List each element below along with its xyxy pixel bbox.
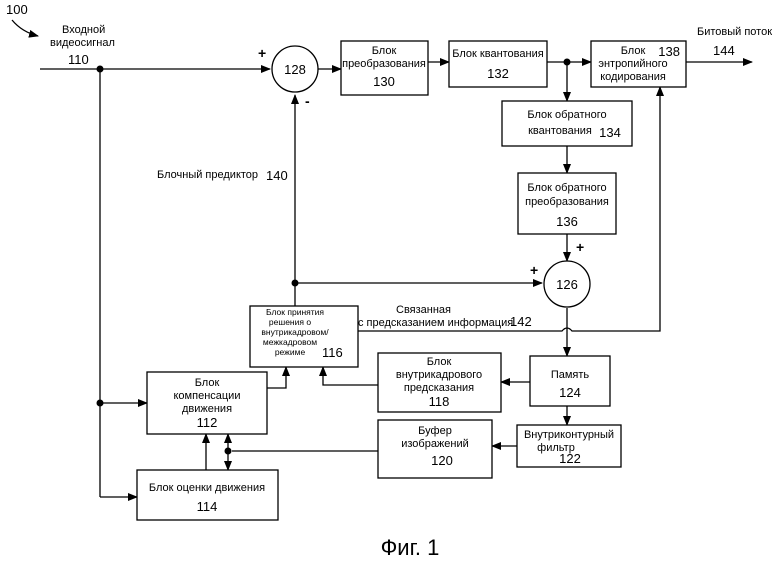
quant-label: Блок квантования <box>452 48 543 60</box>
side-info-num: 142 <box>510 314 532 329</box>
adder-126-plus-left: + <box>530 262 538 278</box>
loopfilter-num: 122 <box>559 451 581 466</box>
quant-num: 132 <box>487 66 509 81</box>
invquant-num: 134 <box>599 125 621 140</box>
intra-num: 118 <box>429 394 450 409</box>
mode-label-4: межкадровом <box>263 337 317 347</box>
entropy-label-2: энтропийного <box>598 58 667 70</box>
entropy-label-1: Блок <box>621 45 646 57</box>
memory-label: Память <box>551 369 590 381</box>
loopfilter-label-1: Внутриконтурный <box>524 429 614 441</box>
mc-label-3: движения <box>182 403 232 415</box>
mode-label-2: решения о <box>269 317 311 327</box>
me-num: 114 <box>197 499 218 514</box>
transform-label-1: Блок <box>372 45 397 57</box>
intra-label-2: внутрикадрового <box>396 369 482 381</box>
output-label: Битовый поток <box>697 26 772 38</box>
buffer-num: 120 <box>431 453 453 468</box>
adder-126-plus-top: + <box>576 239 584 255</box>
entropy-num: 138 <box>658 44 680 59</box>
predictor-num: 140 <box>266 168 288 183</box>
invquant-label-1: Блок обратного <box>527 109 606 121</box>
entropy-label-3: кодирования <box>600 71 666 83</box>
mode-label-5: режиме <box>275 347 306 357</box>
invtrans-num: 136 <box>556 214 578 229</box>
mc-to-mode-line <box>267 367 286 388</box>
memory-num: 124 <box>559 385 581 400</box>
figure-ref-arrow <box>12 20 38 36</box>
mode-label-3: внутрикадровом/ <box>261 327 329 337</box>
me-label: Блок оценки движения <box>149 482 265 494</box>
transform-num: 130 <box>373 74 395 89</box>
buffer-label-1: Буфер <box>418 425 452 437</box>
transform-label-2: преобразования <box>342 58 426 70</box>
mc-label-2: компенсации <box>174 390 241 402</box>
figure-ref: 100 <box>6 2 28 17</box>
invquant-label-2: квантования <box>528 125 592 137</box>
figure-caption: Фиг. 1 <box>381 535 440 560</box>
adder-128-plus: + <box>258 45 266 61</box>
mode-num: 116 <box>322 345 343 360</box>
intra-label-1: Блок <box>427 356 452 368</box>
mode-label-1: Блок принятия <box>266 307 324 317</box>
input-label-line2: видеосигнал <box>50 37 115 49</box>
buffer-label-2: изображений <box>401 438 469 450</box>
intra-to-mode-line <box>323 367 378 385</box>
intra-label-3: предсказания <box>404 382 474 394</box>
input-num: 110 <box>68 52 89 67</box>
adder-126-num: 126 <box>556 277 578 292</box>
side-info-label-2: с предсказанием информация <box>358 317 513 329</box>
mc-label-1: Блок <box>195 377 220 389</box>
side-info-label-1: Связанная <box>396 304 451 316</box>
adder-128-minus: - <box>305 93 310 109</box>
mc-num: 112 <box>197 415 218 430</box>
invtrans-label-2: преобразования <box>525 196 609 208</box>
input-label-line1: Входной <box>62 24 105 36</box>
output-num: 144 <box>713 43 735 58</box>
invtrans-label-1: Блок обратного <box>527 182 606 194</box>
predictor-label: Блочный предиктор <box>157 169 258 181</box>
adder-128-num: 128 <box>284 62 306 77</box>
